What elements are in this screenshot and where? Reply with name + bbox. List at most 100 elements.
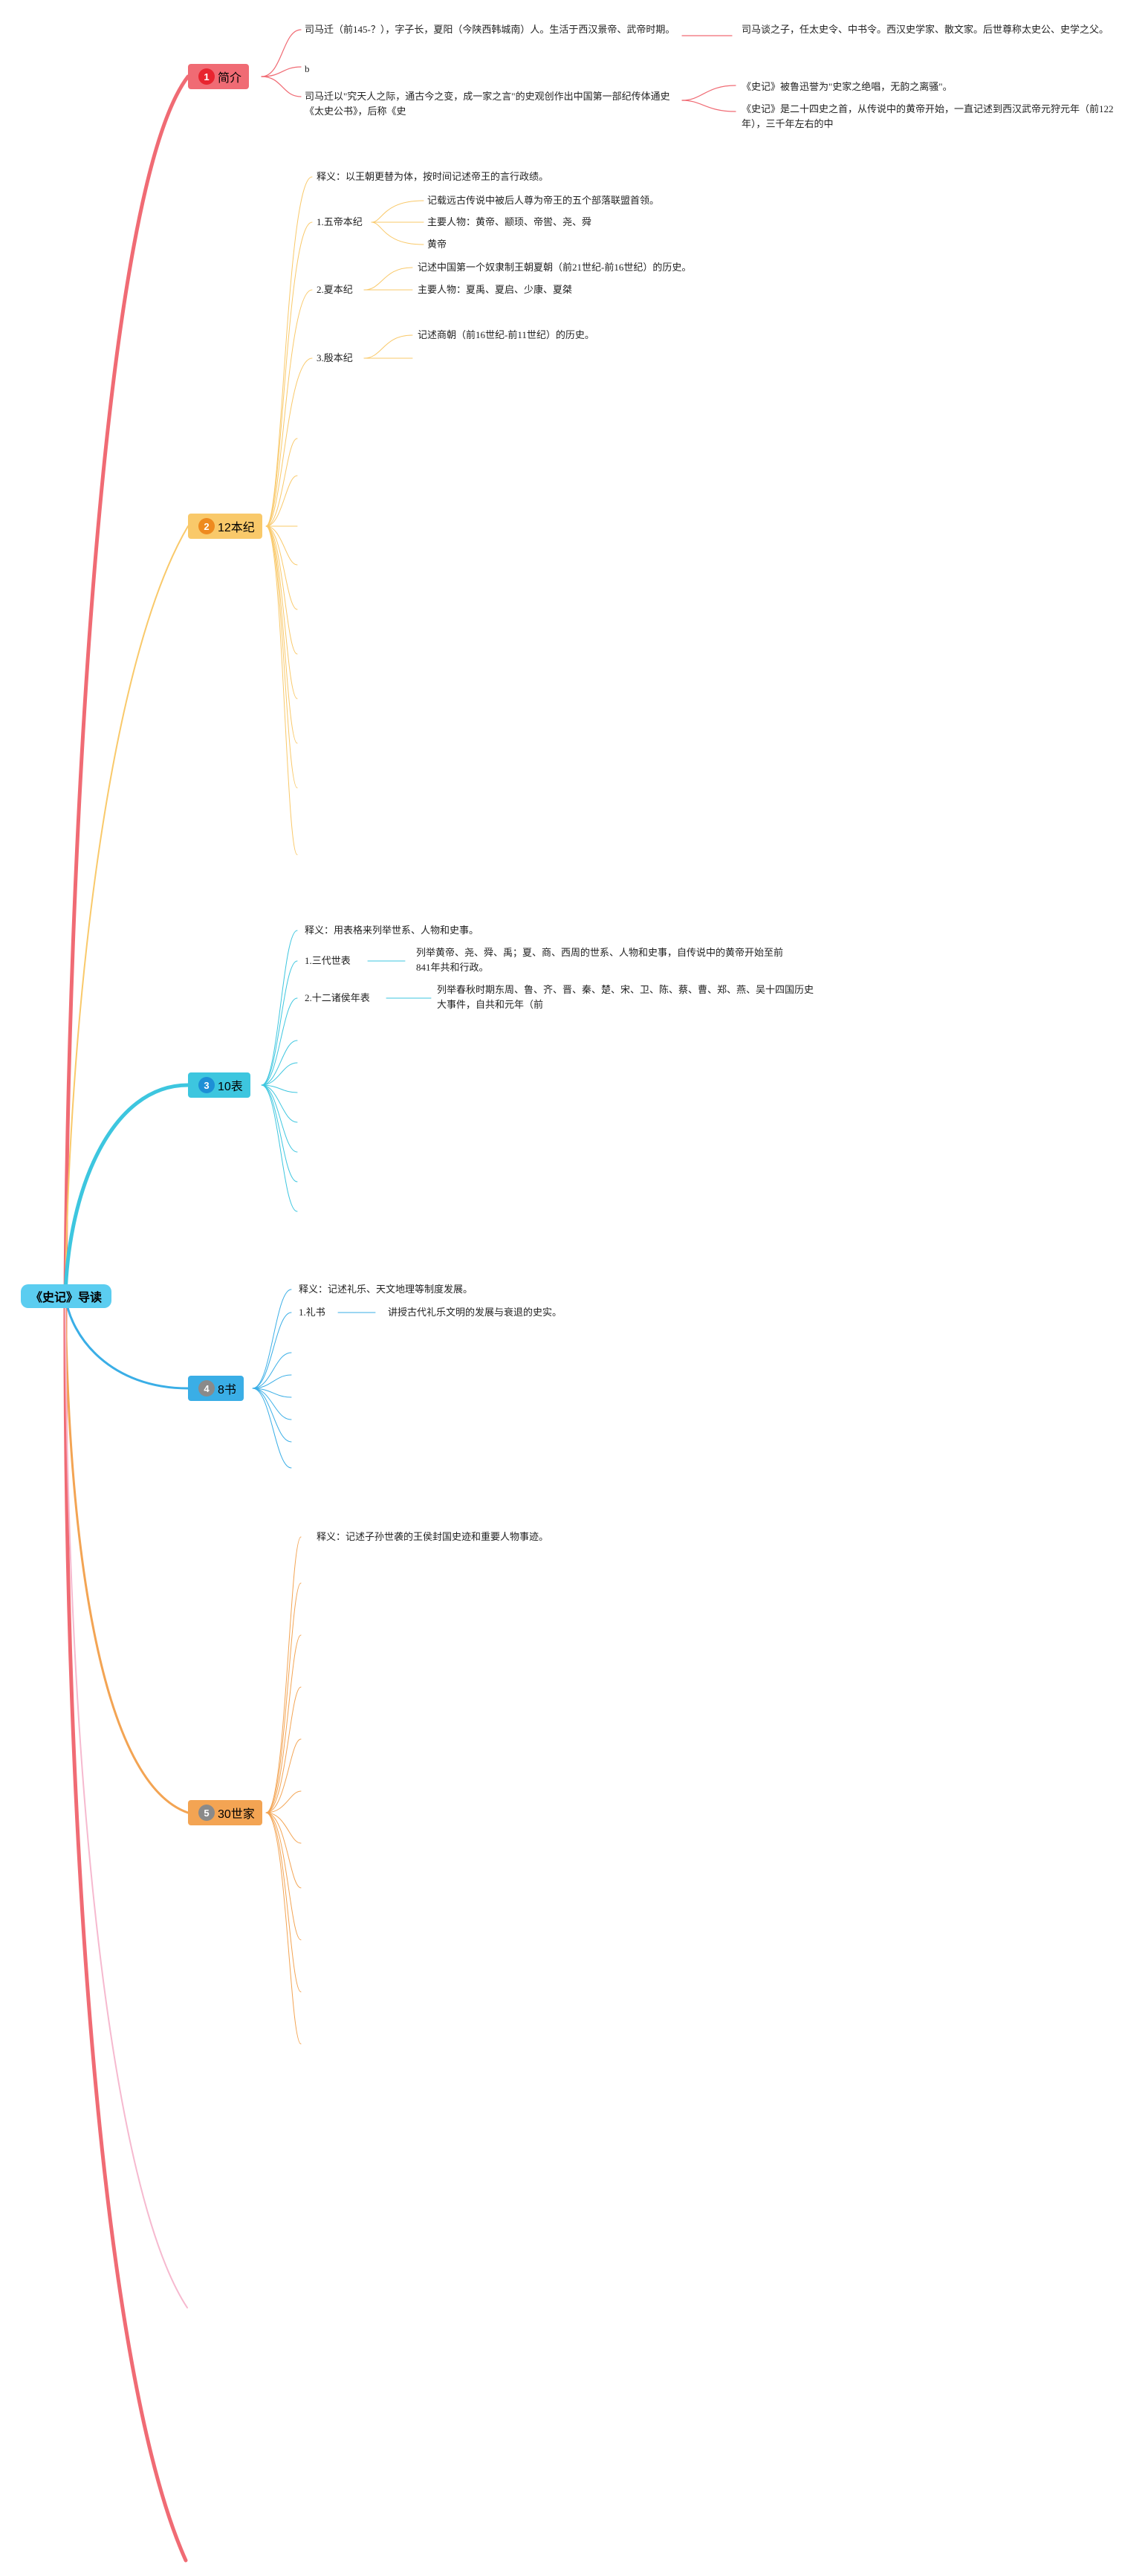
benji-link-11 bbox=[265, 525, 298, 744]
shijia-definition[interactable]: 释义：记述子孙世袭的王侯封国史迹和重要人物事迹。 bbox=[317, 1531, 549, 1542]
branch-benji[interactable]: 2 12本纪 bbox=[188, 514, 262, 539]
biao-item-2-child-1[interactable]: 列举春秋时期东周、鲁、齐、晋、秦、楚、宋、卫、陈、蔡、曹、郑、燕、吴十四国历史大… bbox=[437, 984, 814, 1010]
shijia-link-5 bbox=[265, 1790, 302, 1813]
shu-link-5 bbox=[252, 1388, 292, 1420]
benji-link-7 bbox=[265, 525, 298, 566]
shijia-link-9 bbox=[265, 1812, 302, 1993]
trunk-intro-tail bbox=[63, 1294, 188, 2563]
benji-link-8 bbox=[265, 525, 298, 610]
biao-link-2 bbox=[261, 997, 298, 1086]
benji-3-sub-0 bbox=[363, 334, 413, 359]
intro-sub-3a[interactable]: 《史记》被鲁迅誉为"史家之绝唱，无韵之离骚"。 bbox=[742, 81, 953, 92]
biao-item-1[interactable]: 1.三代世表 bbox=[305, 955, 351, 966]
benji-1-sub-2 bbox=[371, 221, 424, 245]
benji-2-sub-0 bbox=[363, 267, 413, 291]
benji-link-0 bbox=[265, 176, 313, 527]
intro-link-0 bbox=[261, 29, 302, 77]
shijia-link-10 bbox=[265, 1812, 302, 2045]
benji-item-2[interactable]: 2.夏本纪 bbox=[317, 284, 353, 295]
benji-item-1[interactable]: 1.五帝本纪 bbox=[317, 216, 363, 227]
intro-sub3b-link bbox=[681, 100, 736, 112]
branch-shijia[interactable]: 5 30世家 bbox=[188, 1800, 262, 1825]
number-icon: 4 bbox=[198, 1380, 215, 1397]
biao-link-0 bbox=[261, 930, 298, 1086]
branch-shijia-label: 30世家 bbox=[218, 1808, 255, 1821]
benji-item-1-child-1[interactable]: 记载远古传说中被后人尊为帝王的五个部落联盟首领。 bbox=[427, 195, 660, 206]
biao-link-6 bbox=[261, 1084, 298, 1123]
branch-intro-label: 简介 bbox=[218, 72, 242, 85]
benji-item-1-child-3[interactable]: 黄帝 bbox=[427, 239, 447, 250]
intro-link-1 bbox=[261, 66, 302, 77]
biao-link-5 bbox=[261, 1084, 298, 1093]
biao-link-4 bbox=[261, 1062, 298, 1086]
branch-shu[interactable]: 4 8书 bbox=[188, 1376, 244, 1401]
trunk-intro bbox=[63, 74, 190, 1298]
intro-sub-3b[interactable]: 《史记》是二十四史之首，从传说中的黄帝开始，一直记述到西汉武帝元狩元年（前122… bbox=[742, 103, 1114, 129]
shijia-link-0 bbox=[265, 1536, 302, 1813]
intro-sub-1[interactable]: 司马谈之子，任太史令、中书令。西汉史学家、散文家。后世尊称太史公、史学之父。 bbox=[742, 24, 1109, 35]
benji-item-2-child-2[interactable]: 主要人物：夏禹、夏启、少康、夏桀 bbox=[418, 284, 573, 295]
benji-item-1-child-2[interactable]: 主要人物：黄帝、颛顼、帝喾、尧、舜 bbox=[427, 216, 592, 227]
branch-biao[interactable]: 3 10表 bbox=[188, 1072, 250, 1098]
shijia-link-2 bbox=[265, 1634, 302, 1813]
biao-link-7 bbox=[261, 1084, 298, 1153]
benji-link-3 bbox=[265, 357, 313, 527]
shijia-link-7 bbox=[265, 1812, 302, 1889]
shijia-link-6 bbox=[265, 1812, 302, 1844]
benji-item-2-child-1[interactable]: 记述中国第一个奴隶制王朝夏朝（前21世纪-前16世纪）的历史。 bbox=[418, 262, 692, 273]
shu-link-2 bbox=[252, 1352, 292, 1389]
trunk-biao bbox=[63, 1083, 190, 1298]
biao-definition[interactable]: 释义：用表格来列举世系、人物和史事。 bbox=[305, 925, 479, 936]
intro-item-3[interactable]: 司马迁以"究天人之际，通古今之变，成一家之言"的史观创作出中国第一部纪传体通史《… bbox=[305, 91, 670, 117]
shu-link-7 bbox=[252, 1388, 292, 1469]
benji-1-sub-0 bbox=[371, 200, 424, 223]
shu-link-1 bbox=[252, 1312, 292, 1389]
trunk-benji bbox=[65, 525, 189, 1297]
trunk-pink bbox=[65, 1295, 188, 2308]
shu-link-3 bbox=[252, 1374, 292, 1389]
number-icon: 1 bbox=[198, 68, 215, 85]
biao-link-3 bbox=[261, 1040, 298, 1086]
benji-definition[interactable]: 释义：以王朝更替为体，按时间记述帝王的言行政绩。 bbox=[317, 171, 549, 182]
benji-link-10 bbox=[265, 525, 298, 699]
shijia-link-4 bbox=[265, 1738, 302, 1813]
shijia-link-8 bbox=[265, 1812, 302, 1941]
trunk-shijia bbox=[64, 1295, 189, 1814]
root-node[interactable]: 《史记》导读 bbox=[21, 1284, 111, 1308]
shijia-link-3 bbox=[265, 1686, 302, 1813]
number-icon: 3 bbox=[198, 1077, 215, 1093]
biao-item-1-child-1[interactable]: 列举黄帝、尧、舜、禹；夏、商、西周的世系、人物和史事，自传说中的黄帝开始至前84… bbox=[416, 947, 784, 973]
biao-item-2[interactable]: 2.十二诸侯年表 bbox=[305, 992, 370, 1003]
number-icon: 2 bbox=[198, 518, 215, 534]
branch-shu-label: 8书 bbox=[218, 1384, 236, 1397]
benji-link-9 bbox=[265, 525, 298, 655]
shu-item-1-child-1[interactable]: 讲授古代礼乐文明的发展与衰退的史实。 bbox=[388, 1307, 562, 1318]
intro-sub3a-link bbox=[681, 85, 736, 101]
benji-link-13 bbox=[265, 525, 298, 855]
number-icon: 5 bbox=[198, 1805, 215, 1821]
benji-link-4 bbox=[265, 438, 298, 527]
shu-link-6 bbox=[252, 1388, 292, 1443]
benji-item-3-child-1[interactable]: 记述商朝（前16世纪-前11世纪）的历史。 bbox=[418, 329, 594, 340]
shu-item-1[interactable]: 1.礼书 bbox=[299, 1307, 325, 1318]
benji-link-12 bbox=[265, 525, 298, 789]
intro-link-2 bbox=[261, 76, 302, 97]
benji-item-3[interactable]: 3.殷本纪 bbox=[317, 352, 353, 363]
benji-link-2 bbox=[265, 289, 313, 527]
trunk-shu bbox=[64, 1295, 189, 1390]
biao-link-1 bbox=[261, 960, 298, 1086]
benji-link-1 bbox=[265, 221, 313, 527]
branch-biao-label: 10表 bbox=[218, 1081, 243, 1093]
biao-link-9 bbox=[261, 1084, 298, 1212]
shijia-link-1 bbox=[265, 1582, 302, 1813]
branch-intro[interactable]: 1 简介 bbox=[188, 64, 250, 89]
intro-item-1[interactable]: 司马迁（前145-？），字子长，夏阳（今陕西韩城南）人。生活于西汉景帝、武帝时期… bbox=[305, 24, 675, 35]
benji-link-5 bbox=[265, 475, 298, 527]
shu-link-0 bbox=[252, 1289, 292, 1389]
shu-definition[interactable]: 释义：记述礼乐、天文地理等制度发展。 bbox=[299, 1284, 473, 1295]
biao-link-8 bbox=[261, 1084, 298, 1182]
branch-benji-label: 12本纪 bbox=[218, 522, 255, 534]
intro-item-2[interactable]: b bbox=[305, 63, 310, 74]
